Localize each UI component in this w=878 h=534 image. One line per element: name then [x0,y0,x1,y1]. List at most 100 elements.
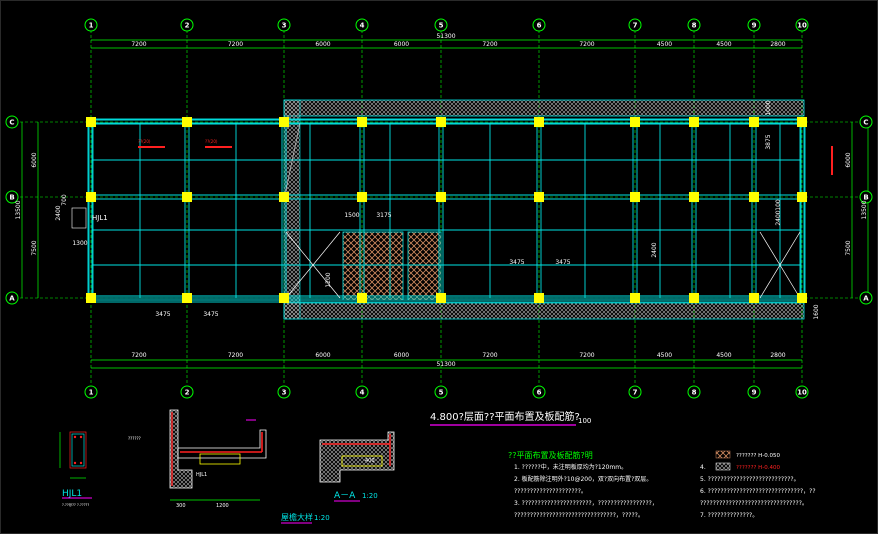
axis-bubble-bottom-3: 3 [282,389,287,397]
axis-bubble-top-9: 9 [752,22,757,30]
dim-inner-4: 3175 [376,212,391,219]
dim-left-total: 13500 [15,200,22,219]
column-A-1 [86,293,96,303]
axis-bubble-bottom-6: 6 [537,389,542,397]
column-C-1 [86,117,96,127]
column-A-5 [436,293,446,303]
dim-top-9: 2800 [770,41,785,48]
red-tag-2: ??(20) [205,139,218,144]
dim-right-a: 1000 [765,100,772,115]
dim-bottom-2: 7200 [228,352,243,359]
axis-bubble-top-5: 5 [439,22,444,30]
dim-bottom-1: 7200 [131,352,146,359]
dimension-lines [21,39,869,369]
axis-bubble-bottom-9: 9 [752,389,757,397]
detail-section-aa [319,431,395,483]
red-tags: ??(20) ??(20) [138,139,833,175]
dim-left-tiny: 1300 [72,240,87,247]
dim-right-c: 100 [775,199,782,211]
axis-bubble-bottom-8: 8 [692,389,697,397]
column-B-6 [534,192,544,202]
column-B-10 [797,192,807,202]
column-A-3 [279,293,289,303]
dim-bottom-7: 4500 [657,352,672,359]
eave-beam: HJL1 [196,472,207,478]
axis-bubble-right-C: C [863,119,868,127]
axis-bubble-left-A: A [9,295,15,303]
dim-top-2: 7200 [228,41,243,48]
red-tag-1: ??(20) [138,139,151,144]
notes-line-4: 3. ??????????????????????，??????????????… [514,500,658,507]
notes-line-9: ????????????????????????????????。 [700,500,808,507]
column-B-2 [182,192,192,202]
dim-right-e: 1600 [813,304,820,319]
dim-bottom-9: 2800 [770,352,785,359]
dim-inner-5: 3475 [509,259,524,266]
column-B-1 [86,192,96,202]
column-A-6 [534,293,544,303]
hatched-slabs [283,99,805,320]
axis-bubble-top-1: 1 [89,22,94,30]
notes-line-3: ?????????????????????。 [514,488,587,495]
dim-right-d: 2400 [775,210,782,225]
dim-left-small: 2400 [55,205,62,220]
column-B-4 [357,192,367,202]
dim-left-sub: 700 [61,194,68,206]
column-B-3 [279,192,289,202]
dim-total-bottom: 51300 [436,361,455,368]
column-C-3 [279,117,289,127]
section-title: A－A [334,491,356,501]
notes-line-1: 1. ??????中，未注明板厚均为?120mm。 [514,463,627,471]
notes-title: ??平面布置及板配筋?明 [508,450,593,460]
axis-bubble-bottom-1: 1 [89,389,94,397]
axis-bubble-top-8: 8 [692,22,697,30]
hjl1-detail-note: ?.??@?? ?.????? [62,503,89,507]
detail-hjl1 [59,431,87,479]
columns [86,117,807,303]
column-A-8 [689,293,699,303]
axis-bubble-top-4: 4 [360,22,365,30]
beam-label: HJL1 [92,214,108,222]
dim-inner-7: 2400 [651,242,658,257]
notes-line-7: 5. ???????????????????????????。 [700,476,800,483]
axis-bubble-top-2: 2 [185,22,190,30]
dim-bottom-8: 4500 [716,352,731,359]
dim-top-3: 6000 [315,41,330,48]
axis-bubble-top-6: 6 [537,22,542,30]
axis-bubble-right-A: A [863,295,869,303]
dim-inner-2: 3475 [203,311,218,318]
notes-line-8: 6. ??????????????????????????????，?? [700,488,816,495]
dim-top-7: 4500 [657,41,672,48]
column-C-4 [357,117,367,127]
dim-left-upper: 6000 [31,152,38,167]
notes-line-10: 7. ??????????????。 [700,512,758,519]
dimension-text: 7200720072007200600060006000600072007200… [15,33,868,368]
axis-bubble-bottom-4: 4 [360,389,365,397]
dim-top-6: 7200 [579,41,594,48]
dim-right-lower: 7500 [845,240,852,255]
main-title-block: 4.800?层面??平面布置及板配筋? 100 [430,410,591,426]
column-B-5 [436,192,446,202]
notes-line-6: 4. [700,464,706,471]
column-B-8 [689,192,699,202]
column-A-9 [749,293,759,303]
axis-bubble-top-10: 10 [797,22,807,30]
axis-bubble-right-B: B [863,194,868,202]
hjl1-detail-label: HJL1 [62,489,82,499]
axis-bubble-top-7: 7 [633,22,638,30]
dim-right-total: 13500 [861,200,868,219]
section-scale: 1:20 [362,492,378,500]
dim-left-lower: 7500 [31,240,38,255]
main-scale: 100 [578,417,591,425]
dim-bottom-6: 7200 [579,352,594,359]
notes-line-2: 2. 板配筋除注明外?10@200，双?双向布置?双层。 [514,475,652,483]
legend-item-1: ??????? H-0.050 [736,453,781,459]
notes-line-5: ????????????????????????????????，?????。 [514,512,644,519]
eave-label: ?????? [128,436,141,441]
axis-bubble-bottom-2: 2 [185,389,190,397]
column-B-7 [630,192,640,202]
axis-bubble-bottom-7: 7 [633,389,638,397]
column-C-7 [630,117,640,127]
